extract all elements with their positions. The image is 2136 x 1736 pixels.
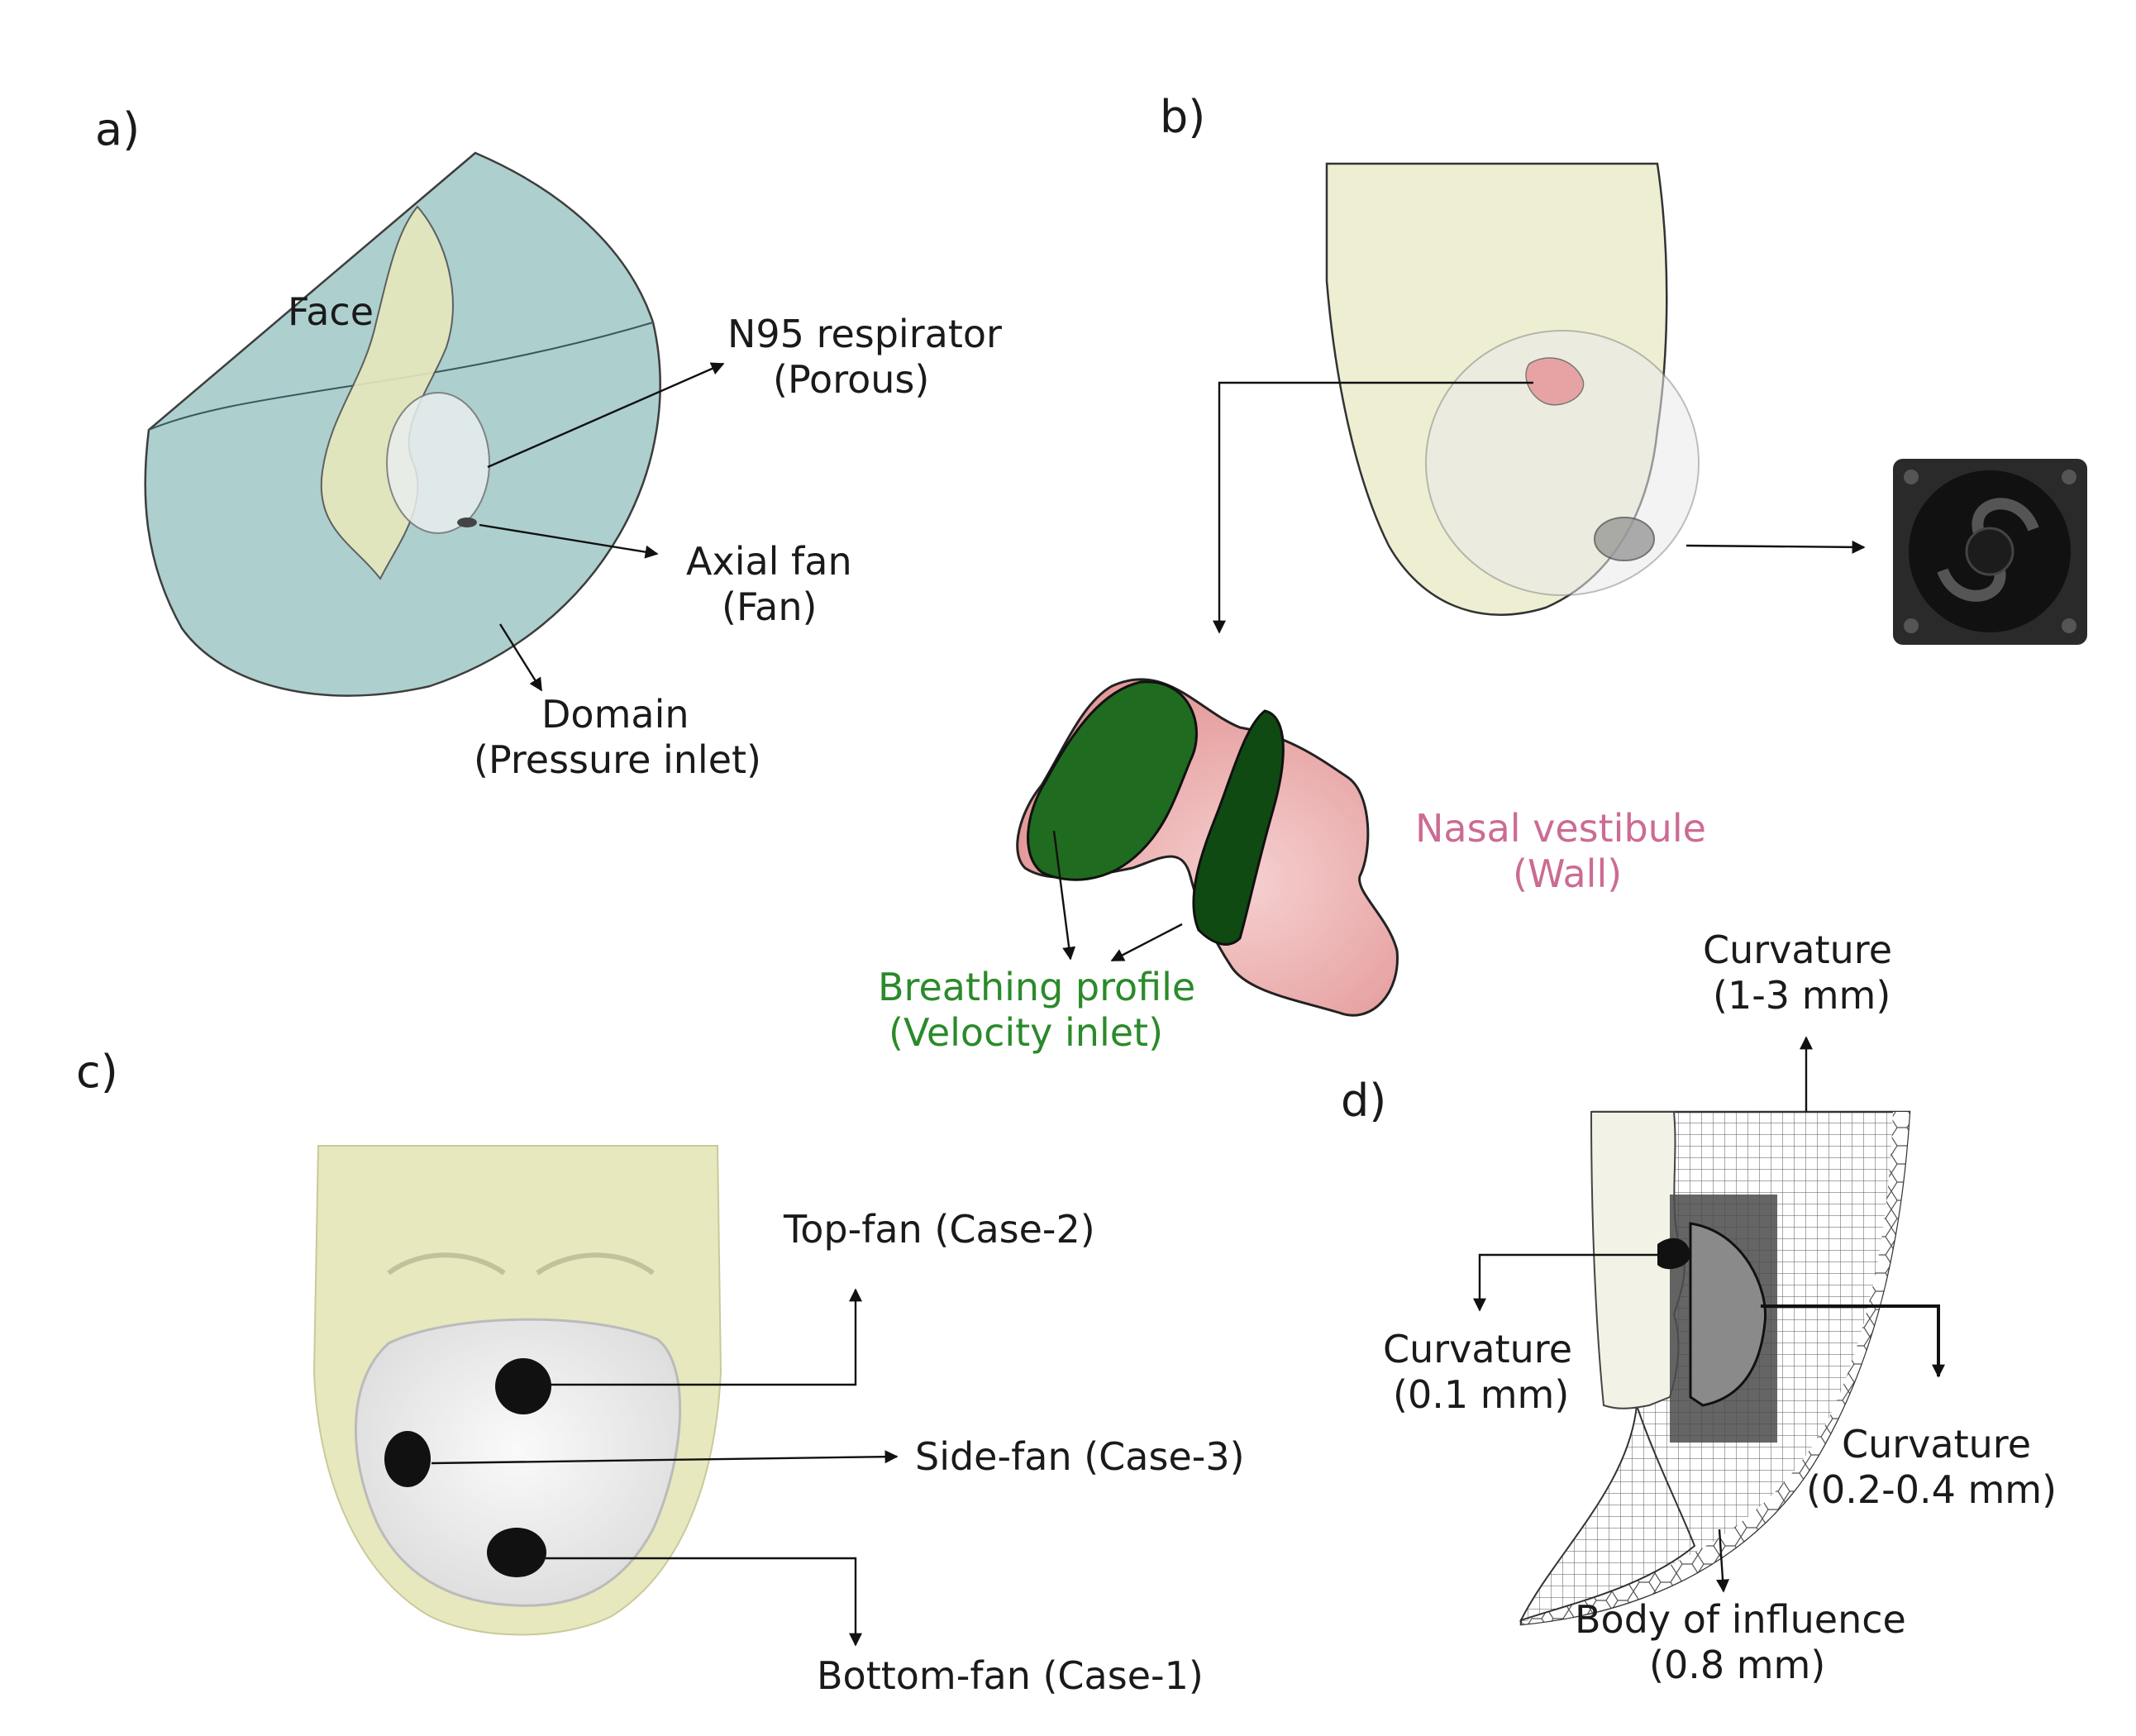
panel-b-letter: b) xyxy=(1160,91,1205,143)
arrow-to-fan xyxy=(1685,540,1866,554)
panel-d-letter: d) xyxy=(1341,1075,1386,1127)
face-surface xyxy=(320,205,454,580)
arrow-body-of-influence xyxy=(1716,1529,1730,1593)
arrow-respirator xyxy=(487,362,725,469)
nasal-vestibule-model xyxy=(1016,678,1399,1017)
label-curv-left-value: (0.1 mm) xyxy=(1393,1372,1569,1417)
bottom-fan-icon xyxy=(487,1528,546,1577)
nostril-region-shape xyxy=(1657,1238,1690,1270)
label-domain-type: (Pressure inlet) xyxy=(474,737,761,782)
arrow-fan xyxy=(479,523,659,559)
label-top-fan: Top-fan (Case-2) xyxy=(783,1207,1095,1252)
label-breathing-type: (Velocity inlet) xyxy=(889,1010,1163,1055)
left-eye-shape xyxy=(387,1252,506,1276)
right-eye-shape xyxy=(536,1252,655,1276)
label-fan-type: (Fan) xyxy=(722,584,817,629)
label-curv-right-name: Curvature xyxy=(1842,1422,2031,1467)
label-curv-right-value: (0.2-0.4 mm) xyxy=(1806,1467,2057,1512)
fan-on-mask-shape xyxy=(1594,517,1655,561)
label-boi-name: Body of influence xyxy=(1575,1597,1906,1642)
label-respirator-type: (Porous) xyxy=(773,357,929,402)
arrow-to-nasal xyxy=(1213,381,1533,634)
arrow-breathing-left xyxy=(1052,830,1076,961)
arrow-top-fan xyxy=(550,1288,862,1386)
respirator-region-shape xyxy=(1689,1222,1767,1407)
arrow-bottom-fan xyxy=(546,1557,862,1647)
panel-a: a) Face N95 respirator (Porous) Axial fa… xyxy=(95,103,1002,782)
label-bottom-fan: Bottom-fan (Case-1) xyxy=(817,1653,1204,1698)
nasal-inset-shape xyxy=(1525,357,1585,406)
panel-d: d) Curvature (1-3 mm) Curvature (0.1 mm)… xyxy=(1341,928,2057,1687)
axial-fan-photo xyxy=(1893,459,2087,645)
label-nasal-name: Nasal vestibule xyxy=(1415,806,1706,851)
mesh-tail-shape xyxy=(1519,1405,1696,1622)
label-domain-name: Domain xyxy=(541,692,689,737)
axial-fan-shape xyxy=(457,517,477,527)
panel-c-letter: c) xyxy=(76,1046,118,1098)
side-fan-icon xyxy=(384,1431,431,1487)
label-breathing-name: Breathing profile xyxy=(878,965,1195,1009)
arrow-side-fan xyxy=(431,1450,899,1465)
label-nasal-type: (Wall) xyxy=(1513,851,1622,896)
label-face: Face xyxy=(288,289,374,334)
label-curv-top-value: (1-3 mm) xyxy=(1713,973,1890,1018)
label-curv-top-name: Curvature xyxy=(1703,928,1892,972)
arrow-curv-right xyxy=(1761,1304,1945,1378)
panel-a-letter: a) xyxy=(95,103,140,155)
label-curv-left-name: Curvature xyxy=(1383,1327,1572,1371)
top-fan-icon xyxy=(495,1358,551,1414)
label-respirator-name: N95 respirator xyxy=(727,312,1002,356)
label-side-fan: Side-fan (Case-3) xyxy=(915,1434,1245,1479)
label-boi-value: (0.8 mm) xyxy=(1649,1643,1825,1687)
n95-respirator-shape xyxy=(386,392,490,534)
panel-c: c) Top-fan (Case-2) Side-fan (Case-3) Bo… xyxy=(76,1046,1245,1698)
label-fan-name: Axial fan xyxy=(686,539,852,584)
arrow-domain xyxy=(498,623,543,692)
arrow-curv-left xyxy=(1473,1253,1674,1312)
arrow-breathing-right xyxy=(1110,923,1183,962)
panel-b: b) Nasal vestibule (Wall) Breathing prof… xyxy=(878,91,2087,1055)
